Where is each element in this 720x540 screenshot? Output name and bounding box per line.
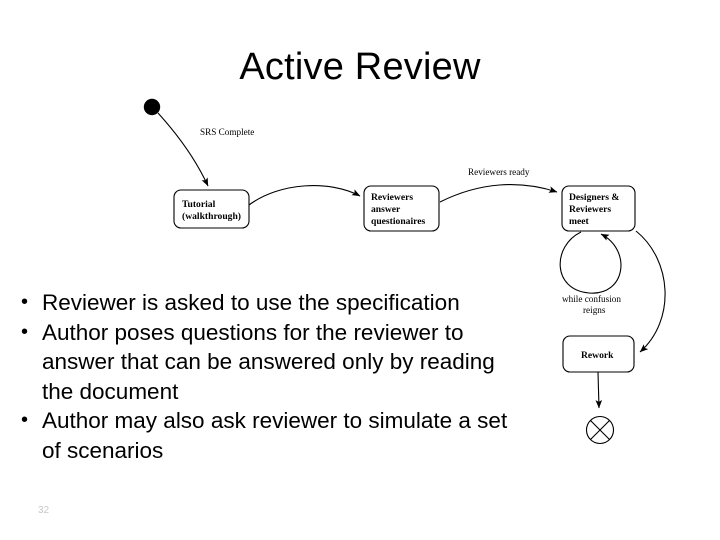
bullet-item-3: • Author may also ask reviewer to simula… (14, 406, 514, 465)
edge-questionaires-to-meet (439, 184, 558, 203)
bullet-item-1: • Reviewer is asked to use the specifica… (14, 288, 514, 318)
bullet-item-3-text: Author may also ask reviewer to simulate… (42, 408, 508, 463)
edge-label-srs-complete: SRS Complete (200, 127, 254, 137)
edge-label-reigns: reigns (583, 305, 606, 315)
state-node-tutorial-line-1: Tutorial (182, 199, 216, 210)
bullet-marker-icon: • (21, 291, 29, 313)
edge-meet-to-rework (635, 230, 666, 353)
bullet-marker-icon: • (21, 320, 29, 343)
state-node-questionaires-line-1: Reviewers (371, 192, 413, 203)
edge-self-loop-meet (559, 231, 622, 294)
state-node-rework (562, 335, 635, 373)
page-title: Active Review (239, 46, 481, 88)
state-node-questionaires (363, 185, 440, 232)
edge-rework-to-final (595, 371, 603, 409)
edge-label-while-confusion: while confusion (562, 294, 621, 304)
state-node-meet-line-1: Designers & (569, 192, 619, 203)
state-node-questionaires-line-3: questionaires (371, 216, 425, 227)
initial-node-start (143, 98, 161, 116)
bullet-item-2-text: Author poses questions for the reviewer … (42, 319, 495, 404)
state-node-designers-reviewers-meet (561, 185, 636, 232)
edge-start-to-tutorial (157, 112, 209, 187)
final-node-flow-final (585, 415, 615, 445)
bullet-item-1-text: Reviewer is asked to use the specificati… (42, 290, 460, 315)
page-number: 32 (38, 505, 50, 516)
bullet-item-2: • Author poses questions for the reviewe… (14, 318, 514, 407)
edge-tutorial-to-questionaires (248, 185, 361, 206)
state-node-tutorial-line-2: (walkthrough) (182, 211, 241, 222)
state-node-rework-label: Rework (581, 350, 614, 361)
bullet-list: • Reviewer is asked to use the specifica… (14, 288, 514, 465)
state-node-meet-line-2: Reviewers (569, 204, 611, 215)
bullet-marker-icon: • (21, 409, 29, 431)
edge-label-reviewers-ready: Reviewers ready (468, 167, 530, 177)
state-node-tutorial (173, 189, 250, 229)
state-node-questionaires-line-2: answer (371, 204, 401, 215)
state-node-meet-line-3: meet (569, 216, 590, 227)
